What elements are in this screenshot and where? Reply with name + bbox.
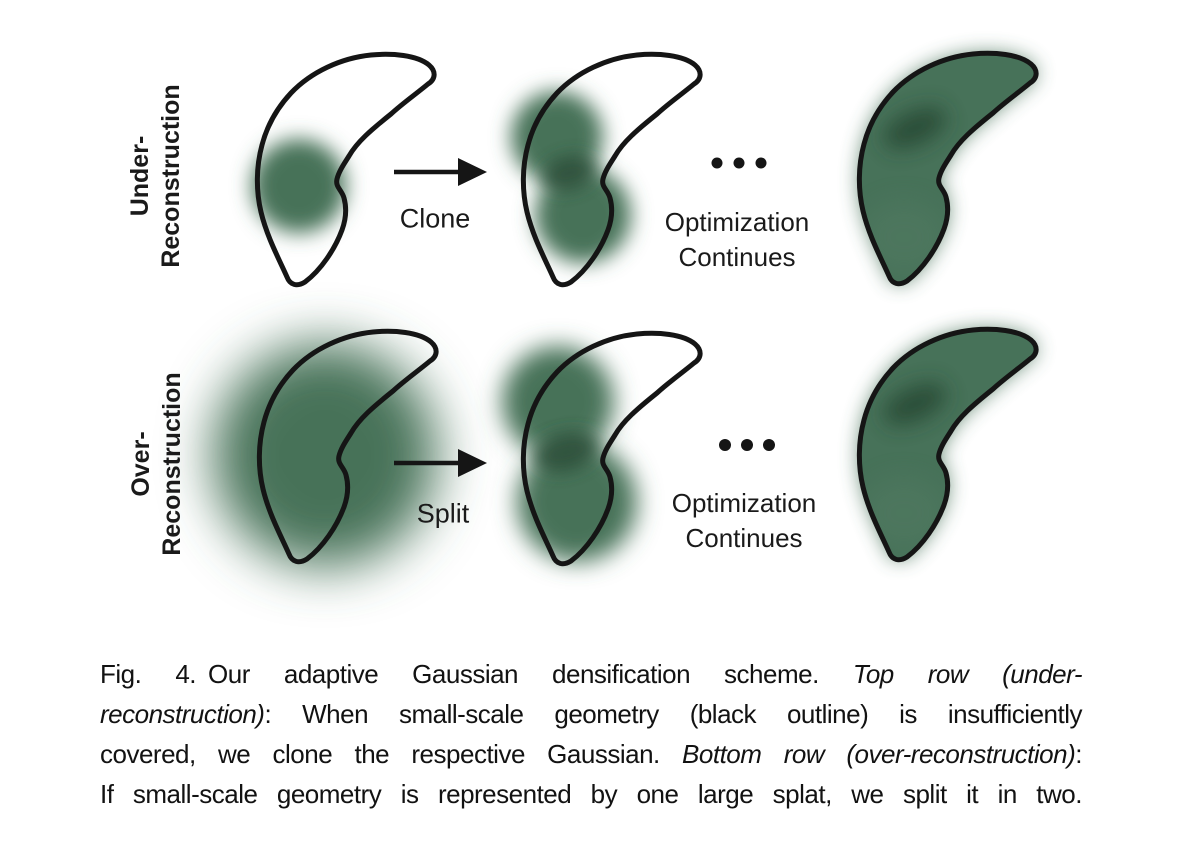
caption-text-italic: Bottom row (over-reconstruction) bbox=[682, 739, 1076, 769]
panel-under-initial bbox=[252, 54, 434, 284]
split-arrow-icon bbox=[394, 449, 487, 477]
row-label-over-reconstruction: Over- Reconstruction bbox=[126, 372, 188, 555]
optimization-continues-label: Optimization Continues bbox=[665, 205, 810, 275]
continuation-line: Optimization bbox=[664, 207, 810, 237]
panel-under-cloned bbox=[511, 54, 700, 284]
gaussian-blob bbox=[252, 139, 346, 233]
caption-text-italic: reconstruction) bbox=[100, 699, 265, 729]
figure-caption: Fig. 4. Our adaptive Gaussian densificati… bbox=[100, 654, 1083, 814]
continuation-line: Continues bbox=[685, 523, 803, 553]
caption-line-2: reconstruction): When small-scale geomet… bbox=[100, 694, 1082, 734]
gaussian-dark-band bbox=[883, 106, 947, 150]
caption-line-3: covered, we clone the respective Gaussia… bbox=[100, 734, 1082, 774]
row-label-under-reconstruction: Under- Reconstruction bbox=[125, 84, 187, 267]
continuation-line: Optimization bbox=[671, 488, 817, 518]
caption-text: Our adaptive Gaussian densification sche… bbox=[208, 659, 853, 689]
caption-line-4: If small-scale geometry is represented b… bbox=[100, 774, 1083, 814]
continuation-line: Continues bbox=[678, 242, 796, 272]
ellipsis-icon bbox=[711, 157, 767, 169]
row-label-line: Reconstruction bbox=[158, 372, 186, 556]
caption-text-italic: Top row (under- bbox=[852, 659, 1083, 689]
clone-label: Clone bbox=[399, 203, 471, 234]
gaussian-light-patch bbox=[862, 201, 946, 273]
gaussian-dark-band bbox=[883, 382, 947, 426]
row-label-line: Under- bbox=[126, 135, 154, 217]
panel-over-initial bbox=[213, 331, 437, 567]
row-label-line: Reconstruction bbox=[157, 84, 185, 268]
split-label: Split bbox=[416, 498, 470, 529]
gaussian-blob-large bbox=[213, 343, 437, 567]
caption-text: : bbox=[1075, 739, 1082, 769]
clone-arrow-icon bbox=[394, 158, 487, 186]
optimization-continues-label: Optimization Continues bbox=[672, 486, 817, 556]
caption-text: : When small-scale geometry (black outli… bbox=[264, 699, 1082, 729]
ellipsis-icon bbox=[719, 439, 775, 451]
caption-fig-label: Fig. 4. bbox=[100, 659, 197, 689]
densification-diagram bbox=[213, 0, 1184, 567]
caption-text: covered, we clone the respective Gaussia… bbox=[100, 739, 683, 769]
gaussian-overlap bbox=[534, 431, 598, 473]
caption-text: If small-scale geometry is represented b… bbox=[100, 779, 1083, 809]
caption-line-1: Fig. 4. Our adaptive Gaussian densificati… bbox=[100, 654, 1083, 694]
gaussian-blob bbox=[502, 346, 614, 458]
gaussian-light-patch bbox=[862, 477, 946, 549]
panel-under-converged bbox=[859, 53, 1036, 283]
gaussian-overlap bbox=[542, 155, 596, 191]
row-label-line: Over- bbox=[127, 431, 155, 497]
panel-over-converged bbox=[859, 329, 1036, 559]
panel-over-split bbox=[502, 333, 700, 563]
